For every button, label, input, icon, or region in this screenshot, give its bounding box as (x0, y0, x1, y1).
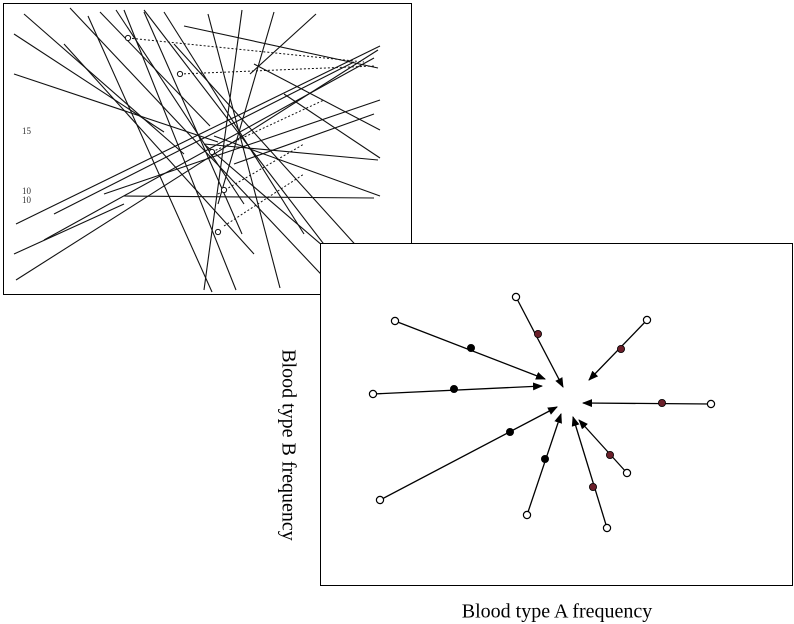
scanned-vector-lines: 15 10 10 (13, 7, 381, 293)
scan-dotted-line (179, 65, 375, 75)
vector-arrow (582, 399, 712, 408)
scan-open-circle-icon (176, 70, 184, 78)
scan-line (115, 9, 245, 205)
vector-arrow (578, 419, 628, 474)
scan-line (207, 13, 281, 289)
scan-line (53, 61, 355, 215)
open-circle-icon (602, 523, 612, 533)
scan-line (143, 11, 243, 235)
vector-arrow (515, 296, 564, 388)
open-circle-icon (706, 399, 716, 409)
scanned-vector-figure: 15 10 10 (3, 3, 412, 295)
filled-circle-icon (605, 450, 614, 459)
scan-open-circle-icon (124, 34, 132, 42)
vector-arrow (379, 406, 558, 501)
open-circle-icon (642, 315, 652, 325)
scan-open-circle-icon (208, 148, 216, 156)
scan-line (253, 63, 381, 131)
scan-line (87, 15, 213, 293)
scan-dotted-line (223, 173, 305, 227)
open-circle-icon (511, 292, 521, 302)
filled-circle-icon (449, 384, 458, 393)
scan-line (15, 49, 379, 281)
x-axis-label: Blood type A frequency (461, 600, 653, 623)
filled-circle-icon (533, 330, 542, 339)
scan-line (203, 9, 243, 291)
scan-line (173, 43, 381, 273)
vector-arrow (571, 416, 608, 529)
scan-dotted-line (211, 99, 325, 153)
scan-open-circle-icon (220, 186, 228, 194)
filled-circle-icon (588, 482, 597, 491)
y-axis-label: Blood type B frequency (277, 349, 300, 541)
scan-line (217, 11, 275, 205)
scan-tick-label: 10 (22, 195, 32, 205)
scan-line (183, 25, 379, 69)
scan-dotted-line (127, 37, 365, 63)
scan-line (123, 195, 375, 199)
vector-convergence-diagram (320, 243, 793, 586)
filled-circle-icon (540, 454, 549, 463)
filled-circle-icon (505, 427, 514, 436)
scan-line (213, 135, 381, 197)
scan-tick-label: 15 (22, 126, 32, 136)
open-circle-icon (522, 510, 532, 520)
scan-line (233, 113, 375, 165)
filled-circle-icon (466, 344, 475, 353)
vector-arrows (368, 292, 716, 533)
scan-dotted-line (217, 143, 305, 195)
scan-line (13, 203, 125, 255)
open-circle-icon (390, 316, 400, 326)
scan-line (23, 13, 185, 155)
scan-line (13, 73, 219, 143)
scan-line (63, 43, 255, 255)
scan-tick-label: 10 (22, 186, 32, 196)
scan-open-circle-icon (214, 228, 222, 236)
scan-line (283, 93, 381, 159)
open-circle-icon (368, 389, 378, 399)
filled-circle-icon (616, 345, 625, 354)
vector-arrow (526, 413, 562, 516)
scan-line (249, 13, 317, 75)
open-circle-icon (375, 495, 385, 505)
filled-circle-icon (657, 398, 666, 407)
scan-line (69, 7, 335, 289)
open-circle-icon (622, 468, 632, 478)
